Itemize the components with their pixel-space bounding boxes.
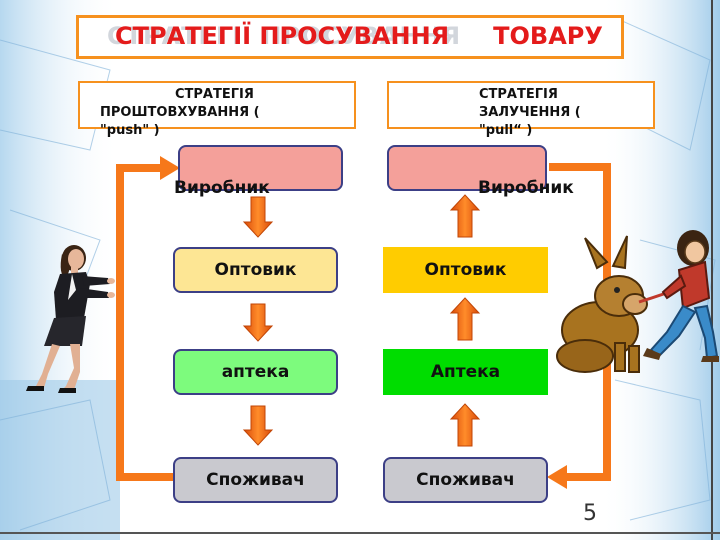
page-number: 5 (583, 501, 597, 526)
pull-up-arrow-2 (449, 297, 481, 341)
pull-consumer-label: Споживач (416, 470, 515, 490)
pull-strategy-line3: "pull“ ) (479, 123, 533, 138)
pull-strategy-line2: ЗАЛУЧЕННЯ ( (479, 105, 581, 120)
pull-up-arrow-3 (449, 403, 481, 447)
pull-strategy-box: СТРАТЕГІЯ ЗАЛУЧЕННЯ ( "pull“ ) (387, 81, 655, 138)
push-strategy-line2: ПРОШТОВХУВАННЯ ( (100, 105, 260, 120)
title-box: СТРАТЕГІЇ ПРОСУВАННЯ СТРАТЕГІЇ ПРОСУВАНН… (76, 15, 624, 59)
push-strategy-line3: "push" ) (100, 123, 160, 138)
push-pharmacy-label: аптека (221, 362, 290, 382)
pull-wholesaler-box: Оптовик (383, 247, 548, 293)
push-down-arrow-2 (242, 303, 274, 342)
push-down-arrow-1 (242, 196, 274, 238)
pull-pharmacy-label: Аптека (430, 362, 501, 382)
page-title: СТРАТЕГІЇ ПРОСУВАННЯ ТОВАРУ (115, 22, 603, 50)
push-down-arrow-3 (242, 405, 274, 446)
push-producer-label: Виробник (174, 178, 270, 198)
man-pulling-donkey-figure (556, 230, 719, 373)
pull-consumer-box: Споживач (383, 457, 548, 503)
pull-producer-box (387, 145, 547, 191)
title-shadow-text: СТРАТЕГІЇ ПРОСУВАННЯ (107, 22, 462, 50)
push-strategy-line1: СТРАТЕГІЯ (175, 87, 254, 102)
pull-pharmacy-box: Аптека (383, 349, 548, 395)
push-producer-box (178, 145, 343, 191)
title-part-1: СТРАТЕГІЇ ПРОСУВАННЯ (115, 22, 450, 50)
push-wholesaler-box: Оптовик (173, 247, 338, 293)
pull-wholesaler-label: Оптовик (424, 260, 507, 280)
push-consumer-label: Споживач (206, 470, 305, 490)
push-loop-arrowhead (160, 156, 180, 180)
push-loop-arrow (116, 164, 173, 481)
pull-loop-arrowhead (547, 465, 567, 489)
pull-producer-label: Виробник (478, 178, 574, 198)
woman-pushing-figure (26, 245, 115, 393)
pull-up-arrow-1 (449, 194, 481, 238)
push-pharmacy-box: аптека (173, 349, 338, 395)
push-consumer-box: Споживач (173, 457, 338, 503)
title-part-2: ТОВАРУ (493, 22, 603, 50)
push-strategy-box: СТРАТЕГІЯ ПРОШТОВХУВАННЯ ( "push" ) (78, 81, 356, 138)
pull-strategy-line1: СТРАТЕГІЯ (479, 87, 558, 102)
push-wholesaler-label: Оптовик (214, 260, 297, 280)
